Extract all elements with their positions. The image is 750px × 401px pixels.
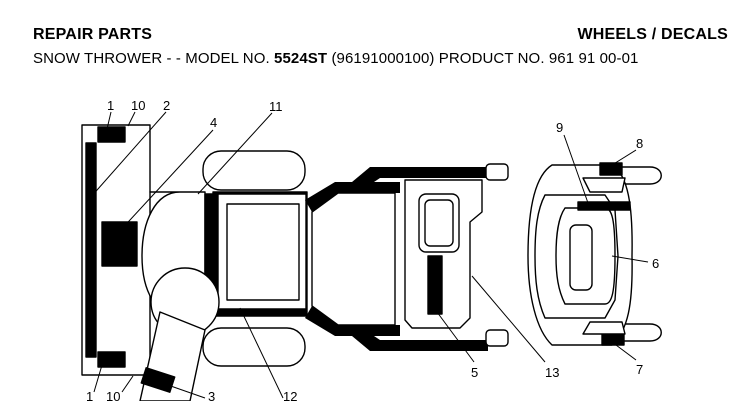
control-knob-inner [424,199,454,247]
frame-side-bottom [305,306,400,336]
decal-4 [101,221,138,267]
leader-10-bottom [121,375,134,393]
frame-side-top [305,182,400,212]
callout-4: 4 [210,115,217,130]
callout-13: 13 [545,365,559,380]
lower-handle-grip [485,329,509,347]
leader-7 [611,341,637,361]
model-subtitle: SNOW THROWER - - MODEL NO. 5524ST (96191… [33,50,638,67]
lower-handle [352,332,488,351]
model-number: 5524ST [274,50,328,67]
decal-3 [140,367,176,393]
leader-5 [436,311,475,363]
leader-12 [239,307,284,399]
section-title: WHEELS / DECALS [577,26,728,43]
leader-1-bottom [93,364,103,393]
rear-bottom-cap [582,321,626,335]
callout-1-bottom: 1 [86,389,93,401]
callout-6: 6 [652,256,659,271]
decal-2-strip [85,142,97,358]
rear-top-cap [582,177,626,193]
leader-1-top [106,111,112,130]
upper-handle [352,167,488,186]
lower-wheel [202,327,306,367]
frame-body [311,192,396,326]
leader-3 [164,383,206,399]
decal-1-bottom [97,351,126,368]
callout-11: 11 [269,99,283,114]
subtitle-prefix: SNOW THROWER - - MODEL NO. [33,50,275,67]
leader-11 [197,112,273,195]
callout-9: 9 [556,120,563,135]
leader-4 [117,129,214,234]
decal-5 [427,255,443,315]
leader-9 [563,134,589,204]
rear-grip-slot [569,224,593,291]
leader-13 [471,275,546,363]
decal-9 [577,201,631,211]
page-title: REPAIR PARTS [33,26,153,43]
callout-10-top: 10 [131,98,145,113]
callout-10-bottom: 10 [106,389,120,401]
callout-3: 3 [208,389,215,401]
engine-cover-inner [226,203,300,301]
callout-12: 12 [283,389,297,401]
upper-wheel [202,150,306,191]
callout-7: 7 [636,362,643,377]
callout-2-top: 2 [163,98,170,113]
callout-8: 8 [636,136,643,151]
upper-handle-grip [485,163,509,181]
callout-5: 5 [471,365,478,380]
decal-8 [599,162,623,176]
leader-2-top [89,111,167,199]
leader-6 [611,255,649,263]
decal-1-top [97,126,126,143]
callout-1-top: 1 [107,98,114,113]
subtitle-suffix: (96191000100) PRODUCT NO. 961 91 00-01 [327,50,639,67]
leader-8 [611,149,637,166]
leader-10-top [127,111,136,127]
